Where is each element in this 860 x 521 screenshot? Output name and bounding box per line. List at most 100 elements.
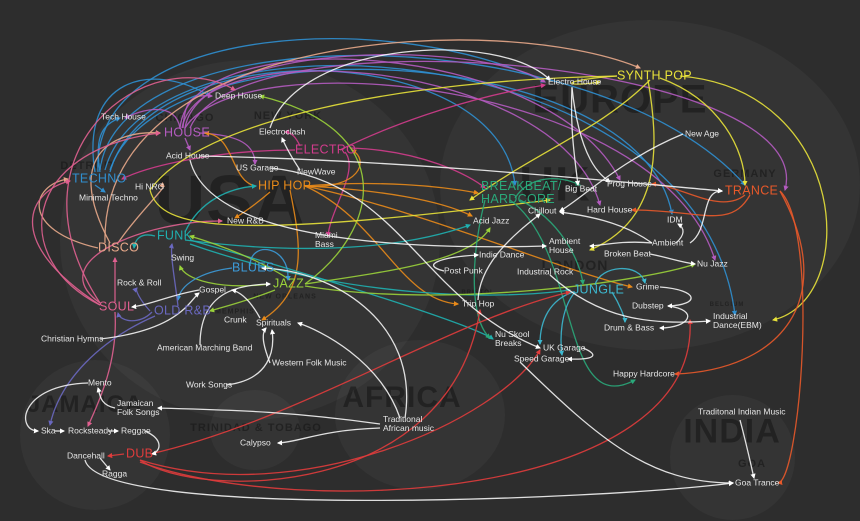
edge-breakbeat-to-big-beat — [514, 178, 581, 199]
genre-node-synth-pop[interactable]: SYNTH POP — [617, 68, 692, 83]
edge-new-age-to-chillout — [559, 133, 684, 212]
genre-node-minimal-techno[interactable]: Minimal Techno — [79, 192, 138, 203]
edge-soul-to-house — [41, 130, 162, 306]
genre-node-christian-hymns[interactable]: Christian Hymns — [41, 333, 104, 344]
region-jamaica-label: JAMAICA — [26, 391, 144, 418]
genre-node-broken-beat[interactable]: Broken Beat — [604, 248, 651, 259]
genre-node-electro[interactable]: ELECTRO — [295, 142, 357, 157]
genre-node-hip-hop[interactable]: HIP HOP — [258, 178, 312, 193]
genre-node-work-songs[interactable]: Work Songs — [186, 379, 233, 390]
genre-node-new-age[interactable]: New Age — [685, 128, 720, 139]
genre-node-western-folk[interactable]: Western Folk Music — [272, 357, 347, 368]
region-belgium-label: BELGIUM — [709, 302, 745, 308]
edge-breakbeat-to-jungle — [519, 199, 586, 286]
edge-house-to-tech-house — [124, 108, 181, 129]
edge-trance-to-hard-house — [630, 194, 751, 217]
genre-node-spirituals[interactable]: Spirituals — [256, 317, 291, 328]
region-bristol-label: BRISTOL — [461, 290, 495, 296]
genre-node-dubstep[interactable]: Dubstep — [632, 300, 664, 311]
edge-synth-pop-to-trance — [659, 77, 748, 187]
edge-dubstep-to-drum-bass — [658, 305, 689, 331]
genre-node-calypso[interactable]: Calypso — [240, 437, 271, 448]
genre-node-tech-house[interactable]: Tech House — [101, 111, 146, 122]
edge-gospel-to-soul — [130, 289, 200, 310]
edge-blues-to-jazz — [249, 249, 291, 282]
edge-techno-to-deep-house — [92, 78, 211, 173]
genre-node-grime[interactable]: Grime — [636, 281, 660, 292]
genre-node-chillout[interactable]: Chillout — [528, 205, 557, 216]
genre-node-hard-house[interactable]: Hard House — [587, 204, 633, 215]
genre-node-goa-trance[interactable]: Goa Trance — [735, 477, 780, 488]
genre-node-speed-garage[interactable]: Speed Garage — [514, 353, 570, 364]
genre-node-happy-hardcore[interactable]: Happy Hardcore — [613, 368, 675, 379]
genre-node-techno[interactable]: TECHNO — [72, 171, 127, 186]
genre-node-ska[interactable]: Ska — [41, 425, 56, 436]
genre-node-deep-house[interactable]: Deep House — [215, 90, 263, 101]
genre-node-drum-bass[interactable]: Drum & Bass — [604, 322, 655, 333]
edge-jungle-to-drum-bass — [611, 291, 628, 324]
genre-node-nu-jazz[interactable]: Nu Jazz — [697, 258, 728, 269]
genre-node-acid-house[interactable]: Acid House — [166, 150, 210, 161]
genre-node-post-punk[interactable]: Post Punk — [444, 265, 483, 276]
edge-speed-garage-to-goa-trance — [519, 361, 735, 486]
edge-synth-pop-to-breakbeat — [469, 79, 651, 201]
genre-node-american-marching-band[interactable]: American Marching Band — [157, 342, 253, 353]
genre-node-old-rb[interactable]: OLD R&B — [154, 303, 211, 318]
genre-node-swing[interactable]: Swing — [171, 252, 195, 263]
edge-acid-house-to-trance — [199, 155, 724, 194]
genre-node-disco[interactable]: DISCO — [98, 240, 140, 255]
genre-node-ambient[interactable]: Ambient — [652, 237, 684, 248]
edge-disco-to-house — [90, 130, 162, 244]
genre-node-crunk[interactable]: Crunk — [224, 314, 247, 325]
genre-node-jungle[interactable]: JUNGLE — [573, 282, 625, 297]
edge-electro-to-breakbeat — [349, 147, 486, 189]
genre-node-newwave[interactable]: NewWave — [297, 166, 336, 177]
edge-old-rb-to-funk — [168, 242, 179, 307]
edge-techno-to-tech-house — [97, 116, 121, 173]
genre-node-acid-jazz[interactable]: Acid Jazz — [473, 215, 510, 226]
genre-node-mento[interactable]: Mento — [88, 377, 112, 388]
genre-node-reggae[interactable]: Reggae — [121, 425, 151, 436]
edge-hip-hop-to-new-rb — [234, 191, 271, 219]
edge-traditional-indian-to-goa-trance — [739, 419, 756, 480]
edge-hip-hop-to-grime — [304, 185, 634, 289]
edge-dub-to-uk-garage — [139, 349, 541, 476]
genre-node-uk-garage[interactable]: UK Garage — [543, 342, 586, 353]
genre-node-trip-hop[interactable]: Trip Hop — [462, 298, 495, 309]
genre-node-jazz[interactable]: JAZZ — [273, 276, 305, 291]
genre-node-blues[interactable]: BLUES — [232, 260, 275, 275]
genre-node-big-beat[interactable]: Big Beat — [565, 183, 598, 194]
genre-node-rock-roll[interactable]: Rock & Roll — [117, 277, 162, 288]
genre-node-indie-dance[interactable]: Indie Dance — [479, 249, 525, 260]
genre-node-industrial-rock[interactable]: Industrial Rock — [517, 266, 574, 277]
genre-node-house[interactable]: HOUSE — [164, 125, 210, 140]
genre-node-prog-house[interactable]: Prog House — [607, 178, 652, 189]
genre-node-us-garage[interactable]: US Garage — [236, 162, 279, 173]
genre-node-traditional-indian[interactable]: Traditonal Indian Music — [698, 406, 786, 417]
genre-node-rocksteady[interactable]: Rocksteady — [68, 425, 113, 436]
genre-node-electro-house[interactable]: Electro House — [548, 76, 602, 87]
genre-node-idm[interactable]: IDM — [667, 214, 683, 225]
genre-node-breakbeat[interactable]: BREAKBEAT/HARDCORE — [481, 178, 562, 206]
genre-node-ragga[interactable]: Ragga — [102, 468, 128, 479]
edge-trance-to-goa-trance — [776, 190, 804, 485]
genre-node-trance[interactable]: TRANCE — [725, 183, 779, 198]
genre-node-soul[interactable]: SOUL — [99, 299, 135, 314]
genre-node-new-rb[interactable]: New R&B — [227, 215, 264, 226]
edge-jazz-to-nu-jazz — [304, 262, 696, 296]
genre-node-dancehall[interactable]: Dancehall — [67, 450, 105, 461]
genre-node-hi-nrg[interactable]: Hi NRG — [135, 181, 165, 192]
edge-trance-to-happy-hardcore — [673, 190, 805, 377]
edge-uk-garage-to-speed-garage — [566, 347, 594, 362]
genre-node-funk[interactable]: FUNK — [157, 228, 193, 243]
region-goa-label: GOA — [737, 458, 767, 470]
genre-node-dub[interactable]: DUB — [126, 446, 154, 461]
genre-node-gospel[interactable]: Gospel — [199, 284, 226, 295]
genre-node-electroclash[interactable]: Electroclash — [259, 126, 306, 137]
